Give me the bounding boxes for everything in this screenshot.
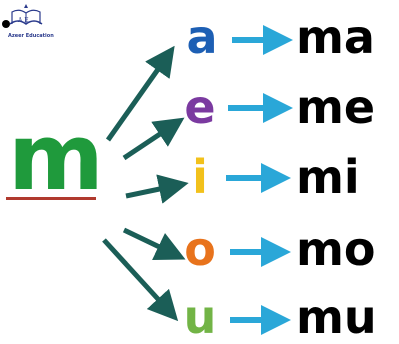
vowel-i: i bbox=[192, 150, 208, 204]
syllable-mi: mi bbox=[296, 150, 360, 204]
syllable-ma: ma bbox=[296, 10, 375, 64]
logo: A E Azeer Education bbox=[0, 0, 54, 48]
logo-initials: A E bbox=[17, 17, 29, 24]
vowel-o: o bbox=[184, 222, 216, 276]
logo-name: Azeer Education bbox=[8, 33, 54, 39]
syllable-mu: mu bbox=[296, 290, 377, 344]
consonant-underline bbox=[6, 197, 96, 200]
branch-arrow-a bbox=[105, 45, 175, 142]
vowel-a: a bbox=[186, 10, 218, 64]
vowel-e: e bbox=[184, 80, 216, 134]
branch-arrow-e bbox=[122, 117, 185, 161]
syllable-me: me bbox=[296, 80, 376, 134]
logo-dot bbox=[2, 20, 10, 28]
branch-arrow-i bbox=[125, 174, 189, 204]
branch-arrow-o bbox=[122, 227, 186, 261]
syllable-mo: mo bbox=[296, 222, 376, 276]
vowel-u: u bbox=[183, 290, 217, 344]
branch-arrow-u bbox=[102, 238, 179, 322]
consonant-letter: m bbox=[8, 104, 104, 211]
book-icon: A E bbox=[9, 4, 43, 25]
